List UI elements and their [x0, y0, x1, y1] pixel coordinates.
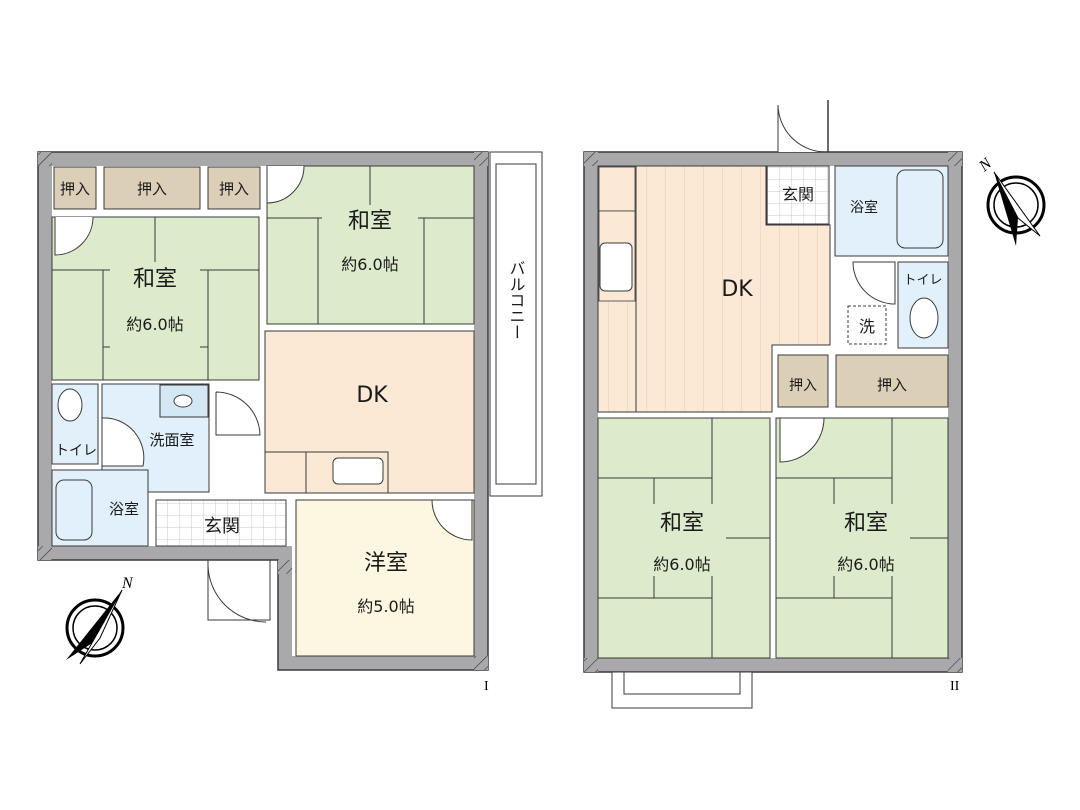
- size-washitsu-east: 約6.0帖: [341, 255, 398, 274]
- label-dk-floor1: DK: [356, 383, 388, 408]
- label-balcony: バルコニー: [507, 260, 526, 340]
- size-yoshitsu: 約5.0帖: [357, 597, 414, 616]
- kitchen-sink-icon-floor2: [599, 242, 633, 292]
- label-oshiire-1: 押入: [60, 180, 90, 198]
- label-washitsu-floor2-east: 和室: [844, 511, 888, 536]
- label-yoshitsu: 洋室: [364, 551, 408, 576]
- bathtub-icon-floor2: [896, 169, 944, 249]
- label-oshiire-2: 押入: [137, 180, 167, 198]
- genkan-floor2: [766, 165, 830, 225]
- kitchen-sink-icon: [332, 457, 384, 485]
- oshiire-3: [207, 166, 261, 210]
- oshiire-1: [53, 166, 97, 210]
- label-bath-floor1: 浴室: [109, 500, 139, 518]
- label-toilet-floor1: トイレ: [55, 443, 97, 459]
- label-oshiire-floor2-1: 押入: [789, 378, 817, 394]
- label-genkan-floor2: 玄関: [782, 185, 814, 204]
- svg-text:N: N: [975, 154, 996, 175]
- genkan-floor1: [155, 499, 287, 547]
- label-washer: 洗: [859, 317, 875, 336]
- size-washitsu-floor2-west: 約6.0帖: [653, 555, 710, 574]
- label-toilet-floor2: トイレ: [903, 273, 942, 288]
- floor-2-label: II: [950, 679, 960, 694]
- washbasin-icon: [173, 394, 193, 408]
- label-washitsu-east: 和室: [348, 209, 392, 234]
- size-washitsu-west: 約6.0帖: [126, 315, 183, 334]
- label-oshiire-3: 押入: [219, 180, 249, 198]
- label-senmenshitsu: 洗面室: [149, 431, 194, 449]
- washer-space: [847, 305, 887, 345]
- balcony: [489, 151, 543, 497]
- compass-icon-floor2: N: [975, 154, 1046, 246]
- label-oshiire-floor2-2: 押入: [877, 376, 907, 394]
- label-bath-floor2: 浴室: [850, 199, 878, 216]
- label-washitsu-west: 和室: [133, 267, 177, 292]
- label-washitsu-floor2-west: 和室: [660, 511, 704, 536]
- floor-2: DK 玄関 浴室 トイレ 洗 押入 押入 和室 約6.0帖 和室 約6.0帖 I…: [583, 100, 1046, 709]
- toilet-icon-floor2: [909, 297, 939, 339]
- oshiire-2: [103, 166, 201, 210]
- compass-icon-floor1: N: [65, 575, 134, 665]
- toilet-icon: [57, 388, 83, 422]
- label-dk-floor2: DK: [721, 277, 753, 302]
- oshiire-floor2-2: [835, 354, 949, 408]
- label-genkan-floor1: 玄関: [204, 516, 240, 537]
- oshiire-floor2-1: [777, 354, 829, 408]
- floor-1: 押入 押入 押入 和室 約6.0帖 和室 約6.0帖 DK トイレ 洗面室 浴室…: [37, 151, 543, 694]
- size-washitsu-floor2-east: 約6.0帖: [837, 555, 894, 574]
- svg-text:N: N: [121, 575, 134, 592]
- floor-1-label: I: [484, 679, 489, 694]
- bathtub-icon: [55, 479, 93, 541]
- dk-floor2: [597, 165, 831, 413]
